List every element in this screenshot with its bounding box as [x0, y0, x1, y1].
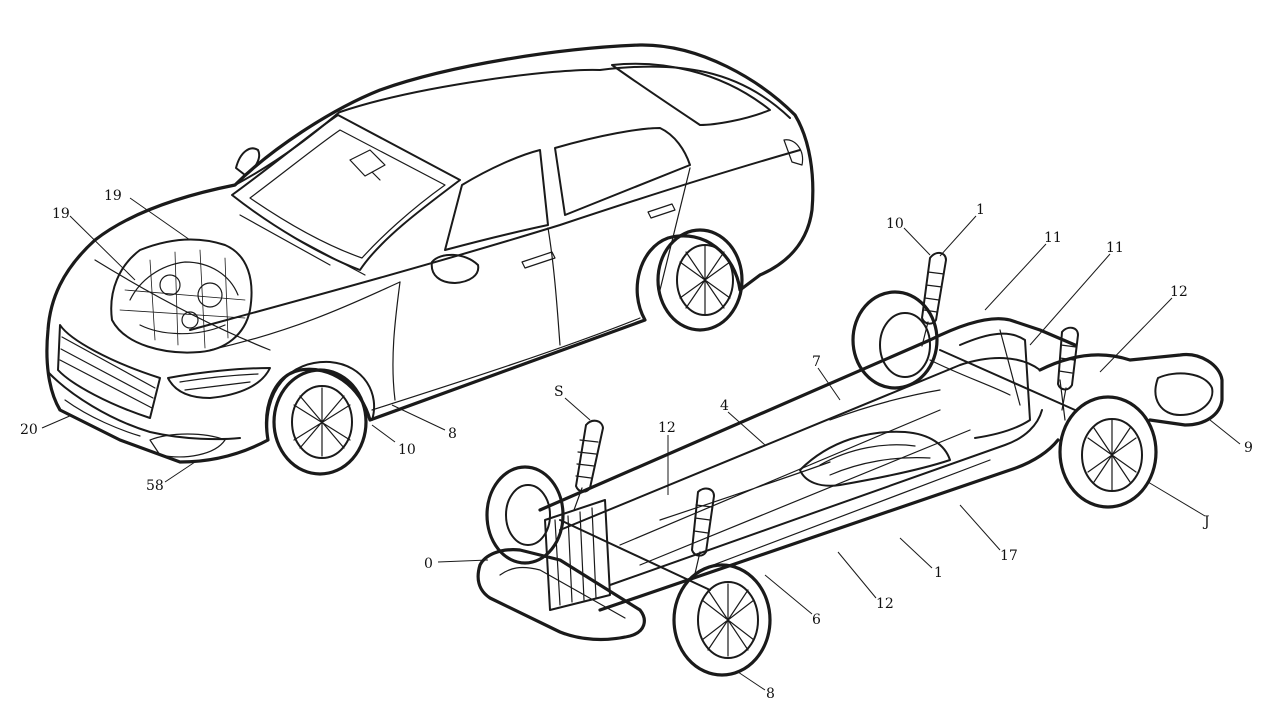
windshield: [231, 114, 461, 271]
front-bumper: [47, 371, 241, 441]
chassis-rear-right-wheel: [1058, 395, 1158, 509]
callout-labels: 19 19 20 58 10 8 10 1 11 11 12 7 4 12 S …: [20, 188, 1253, 702]
callout-7-floor: 7: [812, 354, 821, 370]
callout-6-front-wheel: 6: [812, 612, 821, 628]
callout-s-front-shock: S: [554, 384, 564, 400]
frame-floor-left: [559, 357, 1041, 531]
callout-j-rear-wheel: J: [1202, 514, 1210, 530]
center-tunnel: [799, 430, 951, 487]
rear-wheel: [656, 228, 744, 332]
callout-20-bumper: 20: [20, 422, 38, 438]
rear-door-handle: [647, 203, 676, 219]
radiator-fins: [554, 507, 597, 606]
car-body-outline: [45, 43, 815, 464]
grille-slats: [59, 336, 156, 409]
callout-10-wheel: 10: [398, 442, 416, 458]
callout-19-hood: 19: [104, 188, 122, 204]
callout-9-tail: 9: [1244, 440, 1253, 456]
headlight-detail: [179, 373, 259, 391]
chassis-front-left-wheel: [485, 465, 565, 565]
bumper-beam-inner: [499, 566, 626, 619]
floor-pan-detail: [619, 389, 991, 571]
callout-11-cross-member: 11: [1044, 230, 1062, 246]
spare-tire-well: [1154, 372, 1214, 416]
antenna: [235, 147, 261, 176]
front-side-window: [444, 149, 549, 251]
rear-view-mirror: [349, 149, 386, 181]
callout-4-frame: 4: [720, 398, 729, 414]
callout-12-mid: 12: [658, 420, 676, 436]
callout-19-engine: 19: [52, 206, 70, 222]
rear-door-line: [659, 167, 691, 291]
front-door-line: [392, 227, 561, 401]
callout-17-rail: 17: [1000, 548, 1018, 564]
front-axle: [559, 519, 711, 591]
callout-0-bumper-beam: 0: [424, 556, 433, 572]
callout-1-bottom: 1: [934, 565, 943, 581]
callout-12-rear-axle: 12: [1170, 284, 1188, 300]
front-bumper-beam: [476, 548, 646, 642]
leader-lines: [41, 197, 1241, 691]
engine-block: [110, 238, 253, 354]
windshield-inner: [249, 129, 446, 259]
tunnel-detail: [819, 444, 931, 476]
rear-tail-section: [1038, 352, 1224, 427]
front-door-handle: [521, 251, 556, 269]
callout-1-rear-shock-top: 1: [976, 202, 985, 218]
frame-left-rail: [538, 317, 1077, 512]
rear-suspension-links: [929, 329, 1066, 421]
car-illustration: [45, 43, 815, 476]
callout-12-bottom: 12: [876, 596, 894, 612]
lower-intake: [64, 399, 141, 437]
rear-cross-member: [959, 332, 1031, 439]
side-mirror: [430, 253, 480, 284]
belt-line: [189, 149, 801, 331]
rear-side-window: [554, 127, 691, 216]
shock-absorber-front-right: [691, 487, 715, 579]
frame-floor-right: [609, 409, 1043, 586]
sill-line: [371, 317, 641, 411]
chassis-rear-left-wheel: [851, 290, 939, 390]
callout-10-rear-shock: 10: [886, 216, 904, 232]
shock-absorber-rear-right: [1057, 326, 1079, 411]
front-wheel-arch: [266, 360, 376, 441]
wipers: [239, 214, 366, 276]
rear-axle: [939, 349, 1076, 411]
tail-light: [783, 139, 804, 166]
hood-crease: [94, 259, 401, 351]
callout-58-foglight: 58: [146, 478, 164, 494]
shock-absorber-front-left: [573, 419, 604, 511]
callout-8-sill: 8: [448, 426, 457, 442]
rear-window: [611, 62, 771, 126]
front-grille: [57, 324, 161, 419]
callout-8-front-wheel: 8: [766, 686, 775, 702]
shock-absorber-rear-left: [921, 252, 947, 347]
fog-light: [149, 433, 226, 458]
front-wheel: [272, 368, 368, 476]
callout-11-rail: 11: [1106, 240, 1124, 256]
chassis-illustration: [476, 252, 1224, 677]
radiator: [544, 499, 611, 611]
headlight: [167, 367, 271, 399]
chassis-front-right-wheel: [672, 563, 772, 677]
frame-right-rail: [598, 438, 1060, 612]
